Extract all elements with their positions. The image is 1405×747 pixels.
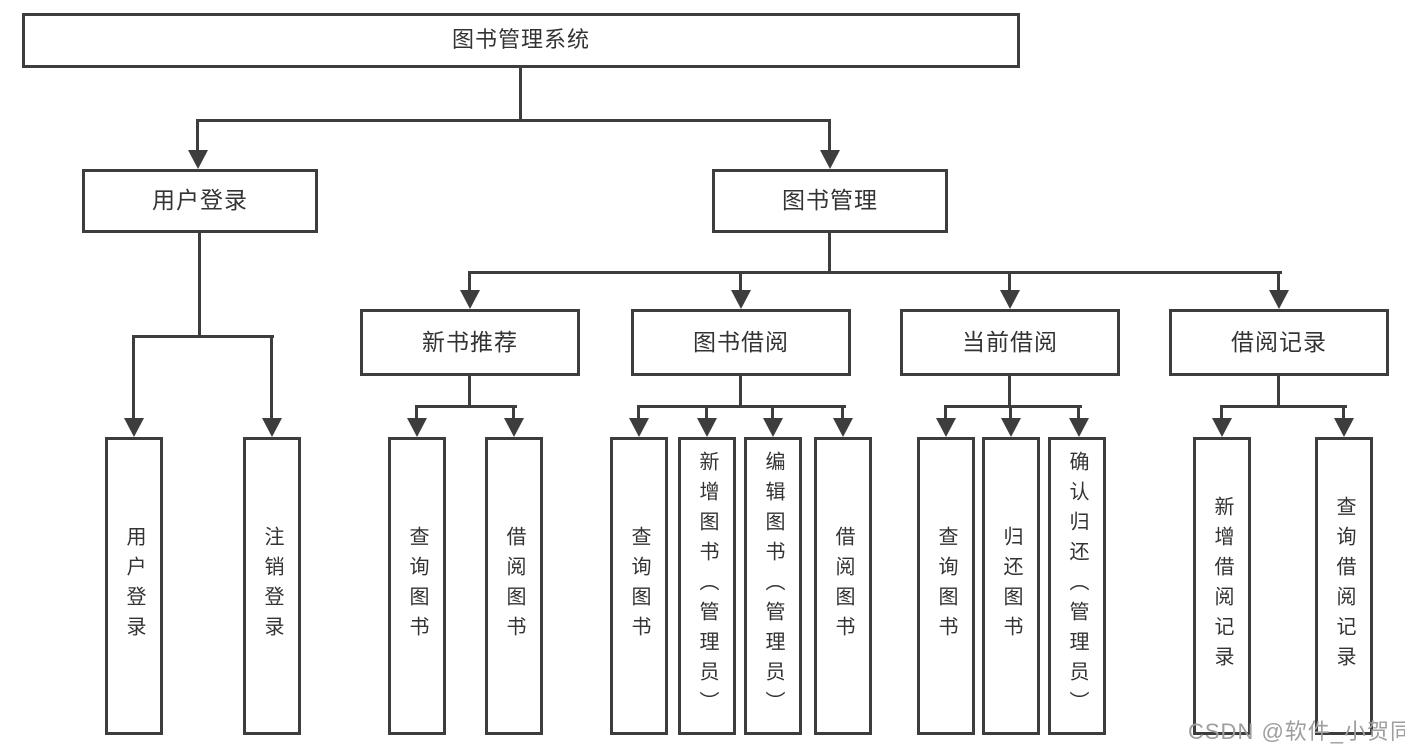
arrow-down-icon [261, 335, 282, 437]
leaf-query-books: 查询图书 [610, 437, 668, 735]
leaf-add-borrow-record: 新增借阅记录 [1193, 437, 1251, 735]
connector-vline [198, 233, 201, 338]
arrow-down-icon [187, 119, 208, 169]
arrow-down-icon [999, 271, 1020, 309]
connector-hline [468, 271, 1282, 274]
arrow-down-icon [503, 405, 524, 437]
leaf-borrow-books: 借阅图书 [485, 437, 543, 735]
node-library-system: 图书管理系统 [22, 13, 1020, 68]
leaf-query-books: 查询图书 [388, 437, 446, 735]
connector-vline [468, 376, 471, 408]
node-book-borrowing: 图书借阅 [631, 309, 851, 376]
arrow-down-icon [819, 119, 840, 169]
arrow-down-icon [1000, 405, 1021, 437]
arrow-down-icon [1068, 405, 1089, 437]
leaf-user-login: 用户登录 [105, 437, 163, 735]
connector-vline [1008, 376, 1011, 408]
leaf-query-borrow-record: 查询借阅记录 [1315, 437, 1373, 735]
connector-hline [132, 335, 274, 338]
leaf-add-books-admin: 新增图书（管理员） [678, 437, 736, 735]
connector-hline [1220, 405, 1347, 408]
connector-vline [828, 233, 831, 274]
arrow-down-icon [762, 405, 783, 437]
connector-vline [519, 68, 522, 121]
leaf-query-books: 查询图书 [917, 437, 975, 735]
arrow-down-icon [696, 405, 717, 437]
connector-hline [197, 119, 831, 122]
arrow-down-icon [1333, 405, 1354, 437]
node-user-login: 用户登录 [82, 169, 318, 233]
arrow-down-icon [628, 405, 649, 437]
leaf-confirm-return-admin: 确认归还（管理员） [1048, 437, 1106, 735]
arrow-down-icon [730, 271, 751, 309]
node-book-management: 图书管理 [712, 169, 948, 233]
node-new-book-recommend: 新书推荐 [360, 309, 580, 376]
leaf-logout: 注销登录 [243, 437, 301, 735]
node-current-borrowing: 当前借阅 [900, 309, 1120, 376]
watermark: CSDN @软件_小贺同学 [1188, 719, 1405, 744]
arrow-down-icon [832, 405, 853, 437]
connector-vline [739, 376, 742, 408]
arrow-down-icon [459, 271, 480, 309]
connector-vline [1277, 376, 1280, 408]
leaf-return-books: 归还图书 [982, 437, 1040, 735]
arrow-down-icon [406, 405, 427, 437]
arrow-down-icon [935, 405, 956, 437]
node-borrowing-records: 借阅记录 [1169, 309, 1389, 376]
arrow-down-icon [1211, 405, 1232, 437]
connector-hline [637, 405, 846, 408]
leaf-edit-books-admin: 编辑图书（管理员） [744, 437, 802, 735]
arrow-down-icon [123, 335, 144, 437]
leaf-borrow-books: 借阅图书 [814, 437, 872, 735]
connector-hline [415, 405, 517, 408]
connector-hline [944, 405, 1082, 408]
arrow-down-icon [1268, 271, 1289, 309]
